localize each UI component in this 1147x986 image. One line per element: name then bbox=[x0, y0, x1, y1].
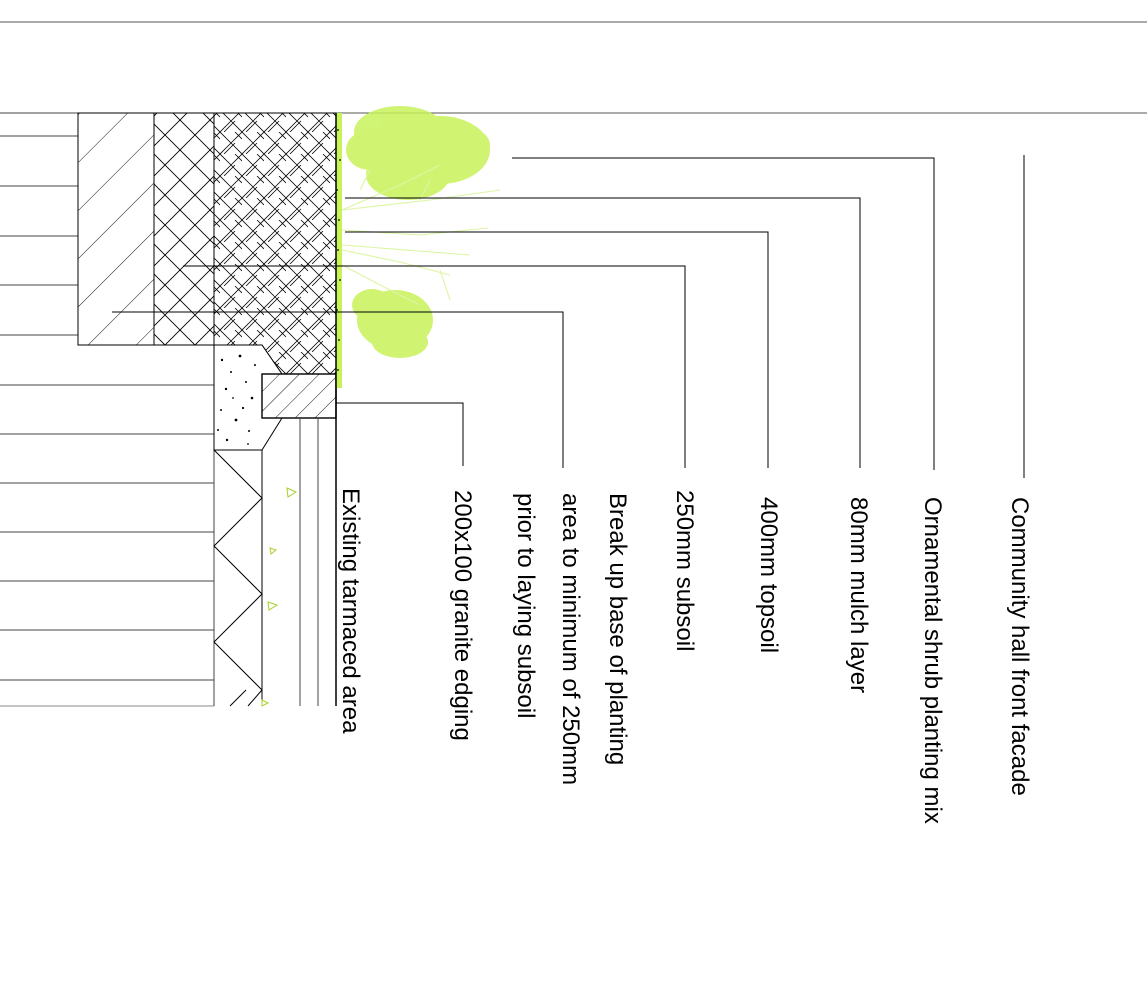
ornamental-shrub-label: Ornamental shrub planting mix bbox=[919, 497, 946, 824]
break-up-base-label-line1: Break up base of planting bbox=[604, 493, 631, 766]
concrete-speckle bbox=[217, 354, 256, 445]
subsoil-label: 250mm subsoil bbox=[671, 490, 698, 652]
topsoil-herringbone-hatch bbox=[213, 112, 337, 375]
mulch-layer-label: 80mm mulch layer bbox=[845, 497, 872, 694]
leader-lines bbox=[112, 155, 1025, 478]
break-up-base-label-line2: area to minimum of 250mm bbox=[557, 493, 584, 786]
aggregate-triangles bbox=[261, 487, 298, 707]
subsoil-cross-hatch bbox=[153, 112, 215, 346]
shrub-planting bbox=[341, 106, 501, 358]
community-hall-facade-label: Community hall front facade bbox=[1006, 497, 1033, 796]
edging-bedding-lines bbox=[299, 418, 337, 706]
granite-edging-block bbox=[261, 373, 337, 419]
tarmac-area-label: Existing tarmaced area bbox=[337, 488, 364, 734]
break-up-base-label-line3: prior to laying subsoil bbox=[512, 493, 539, 719]
granite-edging-label: 200x100 granite edging bbox=[449, 490, 476, 741]
subbase-diagonal-hatch bbox=[77, 112, 155, 346]
subbase-zigzag bbox=[213, 449, 263, 707]
mulch-layer-strip bbox=[336, 113, 342, 388]
topsoil-label: 400mm topsoil bbox=[755, 497, 782, 654]
